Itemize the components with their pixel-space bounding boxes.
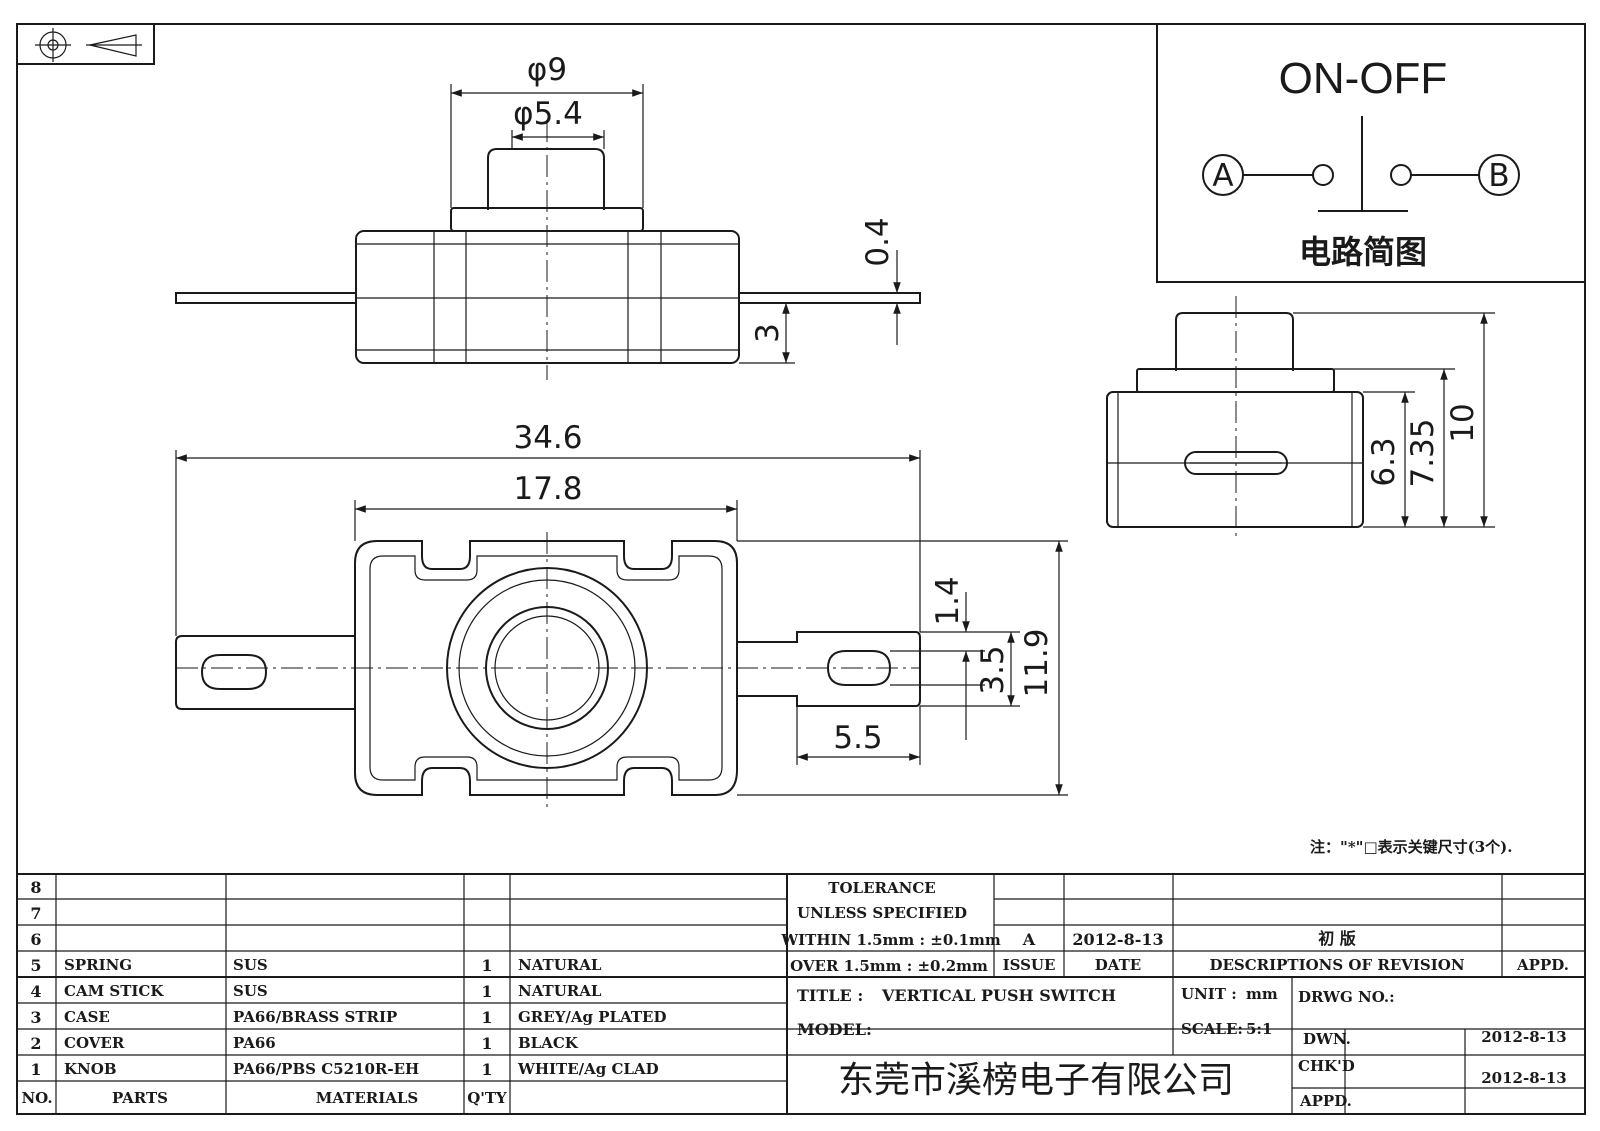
parts-row: 6 [30, 930, 41, 949]
dim-phi9: φ9 [527, 52, 567, 88]
parts-row: 2 COVER PA66 1 BLACK [30, 1034, 578, 1053]
top-view-dimensions [175, 450, 1068, 796]
row-qty: 1 [481, 1060, 492, 1079]
scale-label: SCALE: [1181, 1020, 1243, 1038]
row-material: SUS [233, 956, 268, 974]
row-no: 6 [30, 930, 41, 949]
parts-row: 4 CAM STICK SUS 1 NATURAL [30, 982, 601, 1001]
row-part: KNOB [64, 1060, 117, 1078]
circuit-diagram [1156, 23, 1586, 283]
header-no: NO. [21, 1089, 52, 1107]
drawing-border [16, 23, 1586, 1115]
tolerance-line4: OVER 1.5mm : ±0.2mm [790, 957, 988, 975]
parts-list: 8 7 6 5 SPRING SUS 1 NATURAL 4 CAM STICK… [21, 878, 666, 1107]
approved-label: APPD. [1299, 1092, 1352, 1110]
front-view-dimensions [450, 84, 920, 364]
checked-date: 2012-8-13 [1481, 1069, 1567, 1087]
top-view [175, 532, 921, 810]
dim-5-5: 5.5 [833, 720, 882, 756]
revision-desc-header: DESCRIPTIONS OF REVISION [1209, 956, 1464, 974]
tolerance-line3: WITHIN 1.5mm : ±0.1mm [780, 931, 1001, 949]
row-material: PA66/BRASS STRIP [233, 1008, 397, 1026]
row-no: 5 [30, 956, 41, 975]
row-part: CAM STICK [64, 982, 164, 1000]
drawn-date: 2012-8-13 [1481, 1028, 1567, 1046]
dim-34-6: 34.6 [513, 420, 582, 456]
parts-row: 3 CASE PA66/BRASS STRIP 1 GREY/Ag PLATED [30, 1008, 666, 1027]
dim-6-3: 6.3 [1366, 437, 1402, 486]
title-label: TITLE : [797, 986, 863, 1005]
terminal-b-label: B [1488, 158, 1509, 194]
circuit-caption: 电路简图 [1299, 233, 1427, 271]
row-finish: BLACK [518, 1034, 579, 1052]
parts-row: 5 SPRING SUS 1 NATURAL [30, 956, 601, 975]
unit-label: UNIT : [1181, 985, 1237, 1003]
model-label: MODEL: [797, 1020, 872, 1039]
header-materials: MATERIALS [316, 1089, 419, 1107]
checked-label: CHK'D [1298, 1057, 1355, 1075]
title-block-grid [17, 873, 1585, 1114]
revision-appd-header: APPD. [1516, 956, 1569, 974]
tolerance-line2: UNLESS SPECIFIED [797, 904, 967, 922]
scale-value: 5:1 [1246, 1020, 1272, 1038]
row-qty: 1 [481, 982, 492, 1001]
tolerance-line1: TOLERANCE [828, 879, 935, 897]
row-finish: GREY/Ag PLATED [518, 1008, 667, 1026]
row-no: 2 [30, 1034, 41, 1053]
row-qty: 1 [481, 1034, 492, 1053]
revision-description: 初 版 [1318, 929, 1356, 948]
drwg-no-label: DRWG NO.: [1298, 988, 1395, 1006]
dim-0-4: 0.4 [860, 217, 896, 266]
revision-issue-header: ISSUE [1003, 956, 1056, 974]
dim-3-5: 3.5 [975, 645, 1011, 694]
terminal-a-label: A [1212, 158, 1233, 194]
dim-11-9: 11.9 [1019, 628, 1055, 697]
title-value: VERTICAL PUSH SWITCH [881, 986, 1116, 1005]
revision-issue: A [1022, 930, 1036, 949]
dim-phi5-4: φ5.4 [513, 96, 583, 132]
revision-date: 2012-8-13 [1072, 930, 1163, 949]
row-qty: 1 [481, 956, 492, 975]
row-no: 8 [30, 878, 41, 897]
projection-symbol [16, 23, 155, 65]
parts-row: 1 KNOB PA66/PBS C5210R-EH 1 WHITE/Ag CLA… [30, 1060, 658, 1079]
side-view [1106, 296, 1364, 540]
row-finish: NATURAL [518, 956, 602, 974]
parts-row: 8 [30, 878, 41, 897]
unit-value: mm [1246, 985, 1278, 1003]
row-qty: 1 [481, 1008, 492, 1027]
header-parts: PARTS [112, 1089, 168, 1107]
parts-row: 7 [30, 904, 41, 923]
row-part: CASE [64, 1008, 110, 1026]
side-view-dimensions [1293, 312, 1495, 528]
dim-3: 3 [750, 323, 786, 343]
dim-7-35: 7.35 [1405, 418, 1441, 487]
revision-date-header: DATE [1095, 956, 1141, 974]
row-part: SPRING [64, 956, 132, 974]
row-no: 1 [30, 1060, 41, 1079]
company-name: 东莞市溪榜电子有限公司 [838, 1060, 1234, 1101]
row-material: PA66 [233, 1034, 276, 1052]
row-no: 7 [30, 904, 41, 923]
row-finish: WHITE/Ag CLAD [517, 1060, 659, 1078]
dim-17-8: 17.8 [513, 471, 582, 507]
row-no: 4 [30, 982, 41, 1001]
dim-10: 10 [1445, 403, 1481, 442]
header-qty: Q'TY [467, 1089, 507, 1107]
row-no: 3 [30, 1008, 41, 1027]
key-dimension-note: 注："*"□表示关键尺寸(3个). [1310, 838, 1513, 856]
parts-header-row: NO. PARTS MATERIALS Q'TY [21, 1089, 507, 1107]
row-finish: NATURAL [518, 982, 602, 1000]
row-material: SUS [233, 982, 268, 1000]
row-part: COVER [64, 1034, 125, 1052]
circuit-title: ON-OFF [1279, 54, 1448, 103]
dim-1-4: 1.4 [930, 576, 966, 625]
row-material: PA66/PBS C5210R-EH [233, 1060, 419, 1078]
drawn-label: DWN. [1303, 1030, 1351, 1048]
front-view [175, 120, 921, 380]
